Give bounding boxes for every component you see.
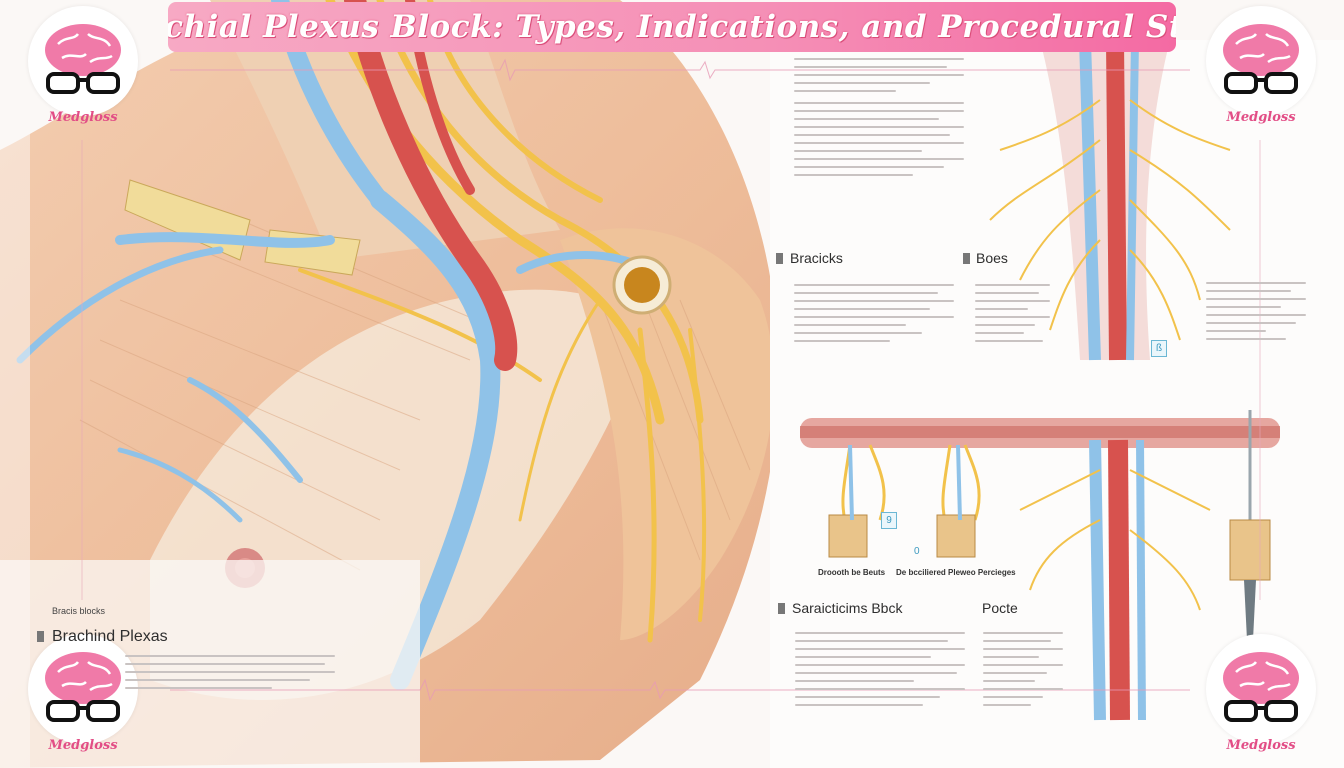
brand-name: Medgloss <box>1226 738 1296 753</box>
brand-name: Medgloss <box>48 738 118 753</box>
glasses-icon <box>46 72 120 94</box>
brand-logo-bottom-right: Medgloss <box>1206 634 1316 760</box>
text-block-top-right <box>975 284 1050 348</box>
brand-name: Medgloss <box>48 110 118 125</box>
glasses-icon <box>1224 72 1298 94</box>
bullet-square <box>963 253 970 264</box>
caption-left: Droooth be Beuts <box>818 568 886 577</box>
text-block-top <box>794 58 964 182</box>
section-heading-bottom-right: Pocte <box>982 600 1018 616</box>
brand-logo-bottom-left: Medgloss <box>28 634 138 760</box>
badge-label: 9 <box>881 512 897 529</box>
brand-logo-top-left: Medgloss <box>28 6 138 132</box>
bullet-square <box>778 603 785 614</box>
text-block-left <box>125 655 335 695</box>
section-heading-top-left: Bracicks <box>790 250 843 266</box>
brain-logo-icon <box>45 652 121 722</box>
small-label-left: Bracis blocks <box>52 606 106 616</box>
section-heading-left: Brachind Plexas <box>52 628 168 645</box>
bullet-square <box>37 631 44 642</box>
badge-small: 0 <box>914 546 920 557</box>
bullet-square <box>776 253 783 264</box>
section-heading-top-right: Boes <box>976 250 1008 266</box>
brand-logo-top-right: Medgloss <box>1206 6 1316 132</box>
brain-logo-icon <box>1223 652 1299 722</box>
text-block-bottom-right <box>983 632 1063 712</box>
text-block-bottom-left <box>795 632 965 712</box>
text-block-top-left <box>794 284 954 348</box>
brand-name: Medgloss <box>1226 110 1296 125</box>
caption-right: De bcciliered Pleweo Percieges <box>896 568 1016 577</box>
section-heading-bottom-left: Saraicticims Bbck <box>792 600 903 616</box>
glasses-icon <box>1224 700 1298 722</box>
badge-label: ß <box>1151 340 1167 357</box>
brain-logo-icon <box>45 24 121 94</box>
page-title: Brachial Plexus Block: Types, Indication… <box>168 9 1176 45</box>
glasses-icon <box>46 700 120 722</box>
brain-logo-icon <box>1223 24 1299 94</box>
title-banner: Brachial Plexus Block: Types, Indication… <box>168 2 1176 52</box>
text-block-far-right <box>1206 282 1306 346</box>
